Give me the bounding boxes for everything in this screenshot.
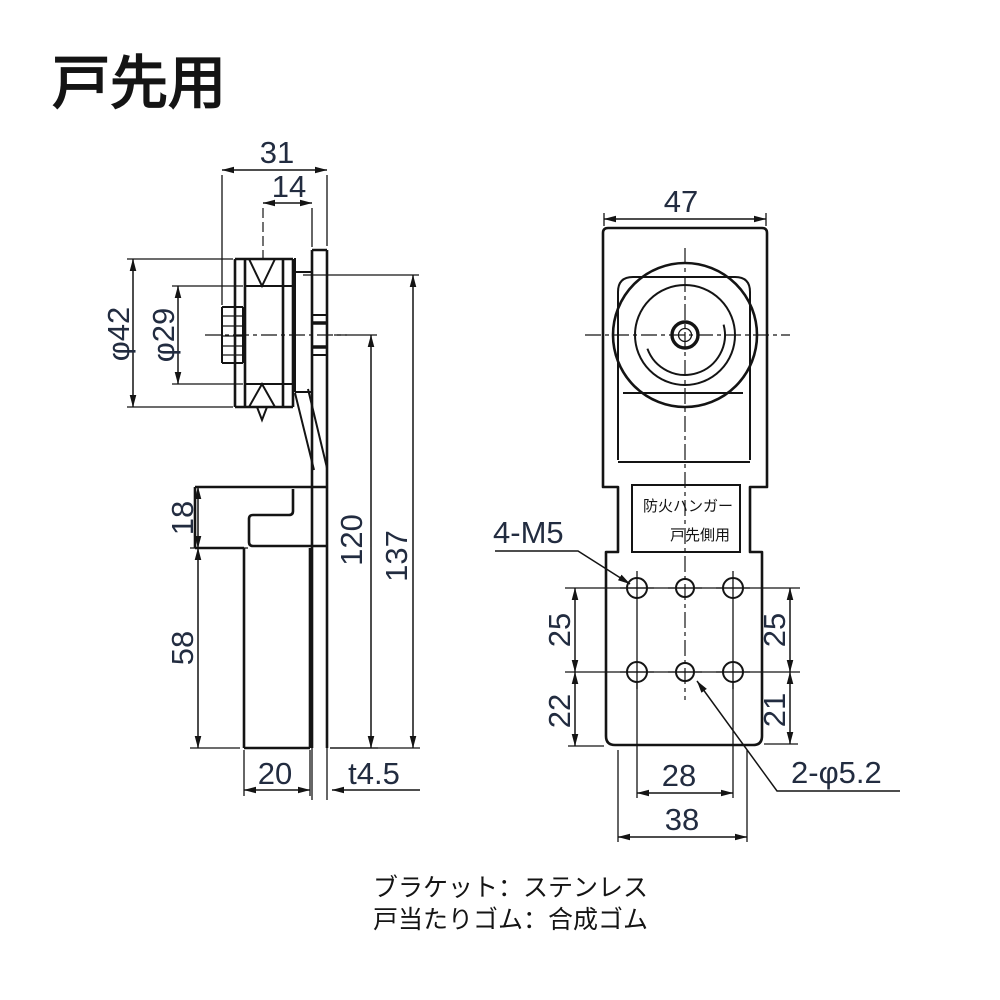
nameplate-line1: 防火ハンガー <box>643 498 733 515</box>
front-view-part: 防火ハンガー 戸先側用 <box>565 226 800 747</box>
dim-20: 20 <box>258 756 292 791</box>
mounting-holes <box>565 571 800 689</box>
note-bracket-material: ブラケット：ステンレス <box>373 874 648 902</box>
roller-wheel-side <box>233 257 295 423</box>
dim-phi29: φ29 <box>146 308 181 363</box>
dim-28: 28 <box>662 758 696 793</box>
dim-58: 58 <box>165 631 200 665</box>
axle-hub <box>221 306 244 364</box>
material-notes: ブラケット：ステンレス 戸当たりゴム：合成ゴム <box>373 874 648 934</box>
nameplate: 防火ハンガー 戸先側用 <box>631 484 741 553</box>
note-rubber-material: 戸当たりゴム：合成ゴム <box>373 906 648 934</box>
nameplate-line2: 戸先側用 <box>670 527 730 544</box>
dim-47: 47 <box>664 184 698 219</box>
page-title: 戸先用 <box>52 51 226 116</box>
dim-18: 18 <box>165 501 200 535</box>
axle-boss <box>294 258 312 393</box>
dim-38: 38 <box>665 802 699 837</box>
side-view-dimensions: 31 14 φ42 φ29 18 58 120 137 20 t4.5 <box>101 135 420 794</box>
dim-21: 21 <box>757 693 792 727</box>
dim-31: 31 <box>260 135 294 170</box>
dim-t45: t4.5 <box>348 756 400 791</box>
dim-137: 137 <box>379 530 414 582</box>
front-view-dimensions: 47 25 22 25 21 28 38 4-M5 2-φ5.2 <box>493 184 900 842</box>
mounting-arm <box>193 485 327 550</box>
roller-housing-front <box>617 276 751 460</box>
front-outline <box>601 226 769 747</box>
dim-25-right: 25 <box>757 613 792 647</box>
label-2-phi52: 2-φ5.2 <box>791 755 882 790</box>
dim-120: 120 <box>334 514 369 566</box>
dim-25-left: 25 <box>542 613 577 647</box>
dim-22: 22 <box>542 694 577 728</box>
dim-14: 14 <box>272 169 306 204</box>
side-view-part <box>193 208 347 800</box>
dim-phi42: φ42 <box>101 307 136 362</box>
label-4-M5: 4-M5 <box>493 515 564 550</box>
